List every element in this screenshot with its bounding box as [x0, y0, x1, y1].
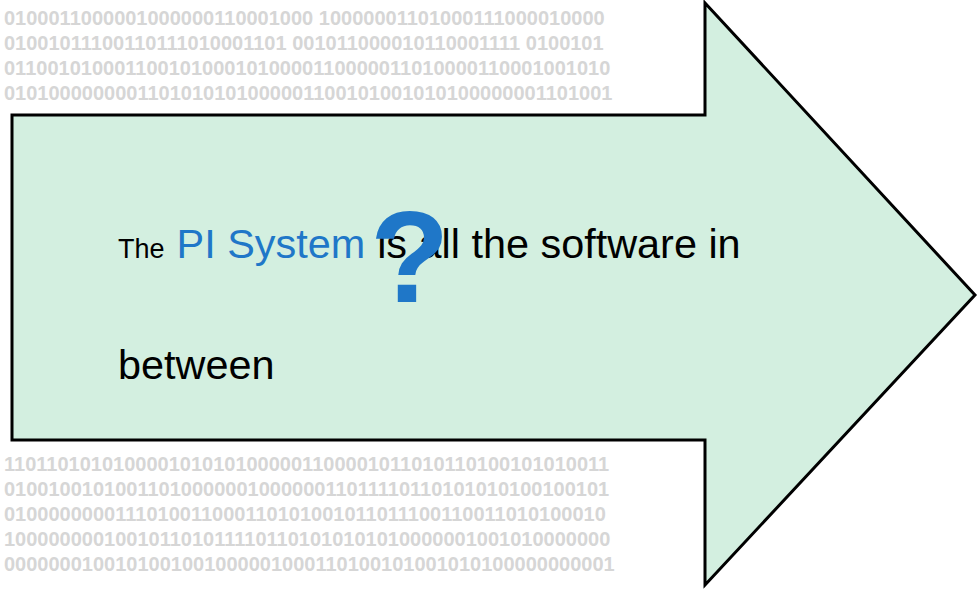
lead-word: The [118, 234, 165, 264]
product-name: PI System [177, 221, 366, 267]
binary-watermark: 0110010100011001010001010000110000011010… [4, 56, 610, 80]
binary-watermark: 0101000000001101010101000001100101001010… [4, 81, 612, 105]
binary-watermark: 0100000000111010011000110101001011011100… [4, 502, 606, 526]
question-mark: ? [370, 192, 449, 322]
binary-watermark: 0000000100101001001000001000110100101001… [4, 552, 615, 576]
binary-watermark: 1101101010100001010101000001100001011010… [4, 452, 609, 476]
arrow-text: ThePI Systemis all the software in betwe… [118, 188, 808, 430]
binary-watermark: 01001011100110111010001101 0010110000101… [4, 31, 604, 55]
arrow-path [12, 3, 975, 585]
binary-watermark: 1000000001001011010111101101010101010000… [4, 527, 610, 551]
binary-watermark: 0100100101001101000000100000011011110110… [4, 477, 609, 501]
binary-watermark: 0100011000001000000110001000 10000001101… [4, 6, 605, 30]
